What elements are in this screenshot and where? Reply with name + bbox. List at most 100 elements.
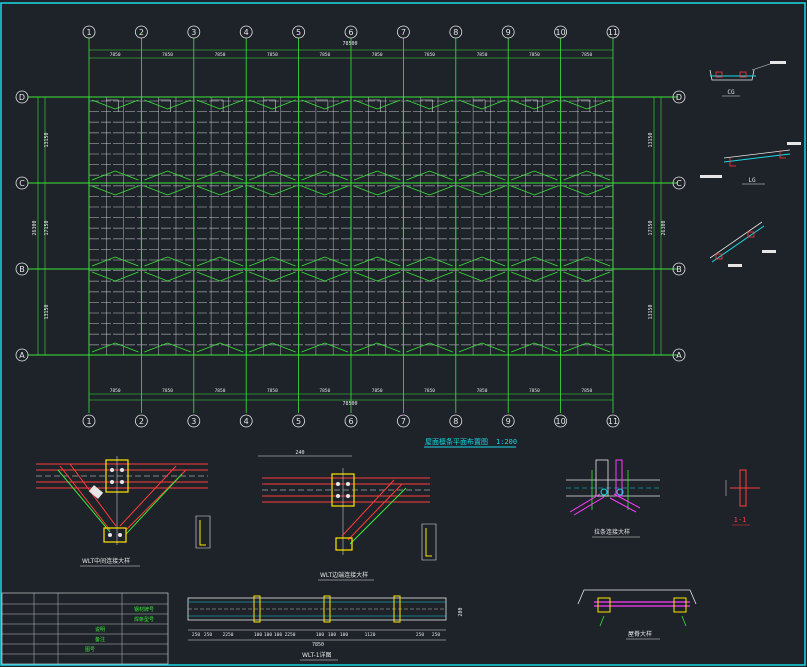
detail-left-title: WLT中间连接大样	[82, 557, 130, 565]
bay-dim-top-3: 7850	[267, 52, 278, 58]
axis-bubble-bottom-1: 1	[82, 414, 96, 428]
bay-dim-top-1: 7850	[162, 52, 173, 58]
axis-bubble-top-3: 3	[187, 25, 201, 39]
axis-bubble-top-2: 2	[134, 25, 148, 39]
axis-bubble-right-A-label: A	[676, 351, 682, 360]
axis-bubble-top-4-label: 4	[244, 28, 249, 37]
total-length-bottom: 78500	[342, 401, 357, 407]
section-1-1-label: 1-1	[734, 516, 747, 524]
detail-mid-title: WLT边端连接大样	[320, 571, 368, 579]
bay-dim-bottom-9: 7850	[581, 388, 592, 394]
middle-dim-right: 17150	[648, 220, 654, 235]
row-dim-right-2: 13150	[648, 304, 654, 319]
table-label-5: 图号	[85, 647, 95, 653]
detail-end-connection: 240 WLT边端连接大样	[258, 450, 437, 581]
axis-bubble-bottom-9-label: 9	[506, 417, 511, 426]
section-cg-label: CG	[727, 89, 735, 96]
axis-bubble-right-C-label: C	[676, 179, 682, 188]
bay-dim-top-9: 7850	[581, 52, 592, 58]
axis-bubble-top-5: 5	[292, 25, 306, 39]
axis-bubble-top-7: 7	[396, 25, 410, 39]
axis-bubble-top-11: 11	[606, 25, 620, 39]
axis-bubble-bottom-8: 8	[449, 414, 463, 428]
bay-dim-top-2: 7850	[215, 52, 226, 58]
axis-bubble-bottom-10: 10	[554, 414, 567, 428]
wlt1-height: 200	[458, 607, 464, 616]
axis-bubble-left-B-label: B	[19, 265, 25, 274]
axis-bubble-top-1-label: 1	[86, 28, 91, 37]
axis-bubble-top-9-label: 9	[506, 28, 511, 37]
bay-dim-top-5: 7850	[372, 52, 383, 58]
bay-dim-bottom-4: 7850	[319, 388, 330, 394]
wlt1-dim-12: 250	[432, 632, 440, 638]
middle-dim-left: 17150	[44, 220, 50, 235]
bay-dim-bottom-7: 7850	[477, 388, 488, 394]
total-length-top: 78500	[342, 41, 357, 47]
wlt1-dim-11: 250	[416, 632, 424, 638]
table-label-3: 说明	[95, 626, 105, 633]
wlt1-dim-9: 100	[340, 632, 348, 638]
row-dimensions-right: 13150 17150 13150 26300	[648, 97, 667, 355]
bay-dim-bottom-0: 7850	[110, 388, 121, 394]
axis-bubble-bottom-9: 9	[501, 414, 515, 428]
axis-bubble-bottom-2: 2	[134, 414, 148, 428]
detail-bottom-right-title: 屋脊大样	[628, 630, 652, 638]
bay-dim-top-6: 7850	[424, 52, 435, 58]
axis-bubble-bottom-11: 11	[606, 414, 620, 428]
row-dim-left-2: 13150	[44, 304, 50, 319]
axis-bubble-right-B-label: B	[676, 265, 682, 274]
bay-dim-bottom-5: 7850	[372, 388, 383, 394]
axis-bubble-left-D-label: D	[19, 93, 25, 102]
wlt1-dim-4: 100	[264, 632, 272, 638]
axis-bubble-top-7-label: 7	[401, 28, 406, 37]
axis-bubble-left-A: A	[15, 348, 29, 362]
table-label-2: 焊条型号	[134, 616, 154, 623]
axis-bubble-left-C: C	[15, 176, 29, 190]
axis-bubble-bottom-6-label: 6	[348, 417, 353, 426]
axis-bubble-top-6: 6	[344, 25, 358, 39]
wlt1-dim-8: 100	[328, 632, 336, 638]
bay-dim-bottom-1: 7850	[162, 388, 173, 394]
wlt1-dim-3: 100	[254, 632, 262, 638]
section-1-1: 1-1	[725, 469, 760, 526]
bay-dim-bottom-8: 7850	[529, 388, 540, 394]
section-lg: LG	[700, 142, 801, 185]
row-dim-right-1: 13150	[648, 132, 654, 147]
wlt1-dim-5: 100	[274, 632, 282, 638]
axis-bubble-left-B: B	[15, 262, 29, 276]
bay-dim-top-4: 7850	[319, 52, 330, 58]
row-dim-left-1: 13150	[44, 132, 50, 147]
wlt1-dim-10: 1120	[365, 632, 376, 638]
detail-right-title: 拉条连接大样	[594, 528, 630, 536]
detail-tie-rod: 拉条连接大样	[566, 459, 660, 538]
axis-bubble-top-6-label: 6	[348, 28, 353, 37]
axis-bubble-top-11-label: 11	[608, 28, 618, 37]
axis-bubble-bottom-5: 5	[292, 414, 306, 428]
axis-bubble-top-1: 1	[82, 25, 96, 39]
section-cg: CG	[709, 61, 786, 97]
axis-bubble-left-D: D	[15, 90, 29, 104]
axis-bubble-top-5-label: 5	[296, 28, 301, 37]
axis-bubble-bottom-11-label: 11	[608, 417, 618, 426]
axis-bubble-bottom-10-label: 10	[556, 417, 566, 426]
end-detail-dim: 240	[295, 450, 304, 456]
axis-bubble-bottom-7-label: 7	[401, 417, 406, 426]
axis-bubble-bottom-1-label: 1	[86, 417, 91, 426]
plan-scale: 1:200	[496, 438, 517, 446]
detail-middle-connection: WLT中间连接大样	[36, 456, 211, 567]
axis-bubble-right-B: B	[672, 262, 686, 276]
wlt1-dim-0: 250	[192, 632, 200, 638]
axis-bubble-bottom-3-label: 3	[191, 417, 196, 426]
title-block-table: 钢材牌号 焊条型号 说明 备注 图号	[1, 592, 169, 665]
table-label-4: 备注	[95, 636, 105, 643]
bay-dim-top-8: 7850	[529, 52, 540, 58]
row-axes-left: D C B A	[15, 90, 29, 362]
wlt1-dim-2: 2250	[223, 632, 234, 638]
axis-bubble-top-10: 10	[554, 25, 567, 39]
bay-dim-top-0: 7850	[110, 52, 121, 58]
